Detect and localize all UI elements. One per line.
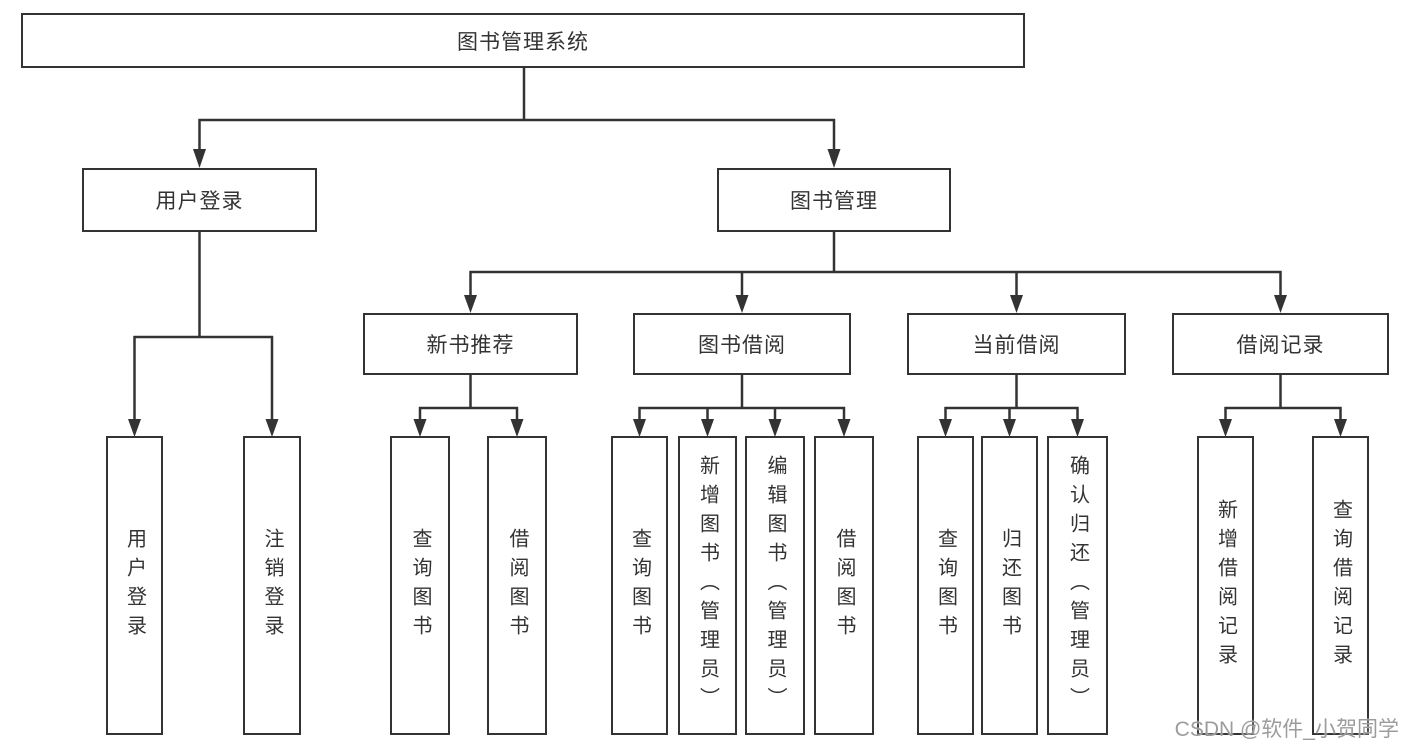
node-label: 借阅记录: [1236, 334, 1325, 357]
node-book-management: 图书管理: [717, 168, 951, 232]
node-label: 用户登录: [123, 527, 146, 644]
node-current-borrowing: 当前借阅: [907, 313, 1126, 375]
node-label: 新增借阅记录: [1214, 498, 1237, 673]
node-label: 新增图书（管理员）: [696, 455, 719, 716]
node-user-login: 用户登录: [82, 168, 317, 232]
node-label: 查询借阅记录: [1329, 498, 1352, 673]
edge-current-borrowing-to-children: [939, 375, 1084, 437]
node-leaf-query-books-recommend: 查询图书: [390, 436, 450, 735]
node-library-management-system: 图书管理系统: [21, 13, 1025, 68]
edge-user-login-to-children: [128, 232, 279, 437]
node-label: 借阅图书: [833, 527, 855, 644]
node-leaf-add-books-admin: 新增图书（管理员）: [678, 436, 737, 735]
edge-borrowing-records-to-children: [1219, 375, 1347, 437]
node-label: 注销登录: [261, 527, 283, 644]
edge-book-management-to-children: [464, 232, 1287, 313]
node-leaf-return-books: 归还图书: [981, 436, 1038, 735]
node-leaf-borrow-books-recommend: 借阅图书: [487, 436, 547, 735]
node-leaf-confirm-return-admin: 确认归还（管理员）: [1047, 436, 1108, 735]
node-label: 查询图书: [628, 527, 651, 644]
node-label: 查询图书: [934, 527, 957, 644]
node-label: 编辑图书（管理员）: [764, 455, 786, 716]
edge-book-borrowing-to-children: [633, 375, 851, 437]
node-label: 用户登录: [155, 190, 244, 213]
node-label: 图书管理系统: [457, 30, 589, 54]
node-label: 新书推荐: [426, 334, 515, 357]
node-leaf-query-books-current: 查询图书: [917, 436, 974, 735]
node-leaf-edit-books-admin: 编辑图书（管理员）: [745, 436, 805, 735]
edge-new-books-to-children: [413, 375, 524, 437]
node-leaf-add-borrow-record: 新增借阅记录: [1197, 436, 1254, 735]
node-label: 当前借阅: [972, 334, 1061, 357]
node-label: 查询图书: [409, 527, 431, 644]
node-leaf-query-books-borrowing: 查询图书: [611, 436, 668, 735]
node-label: 借阅图书: [506, 527, 528, 644]
node-leaf-logout: 注销登录: [243, 436, 301, 735]
node-leaf-borrow-books-borrowing: 借阅图书: [814, 436, 874, 735]
node-label: 图书管理: [790, 190, 878, 213]
node-label: 确认归还（管理员）: [1066, 455, 1089, 716]
node-label: 归还图书: [998, 527, 1021, 644]
node-leaf-user-login: 用户登录: [106, 436, 163, 735]
node-leaf-query-borrow-record: 查询借阅记录: [1312, 436, 1369, 735]
node-book-borrowing: 图书借阅: [633, 313, 851, 375]
node-borrowing-records: 借阅记录: [1172, 313, 1389, 375]
node-label: 图书借阅: [698, 334, 786, 357]
edge-root-to-children: [193, 68, 841, 168]
node-new-book-recommend: 新书推荐: [363, 313, 578, 375]
